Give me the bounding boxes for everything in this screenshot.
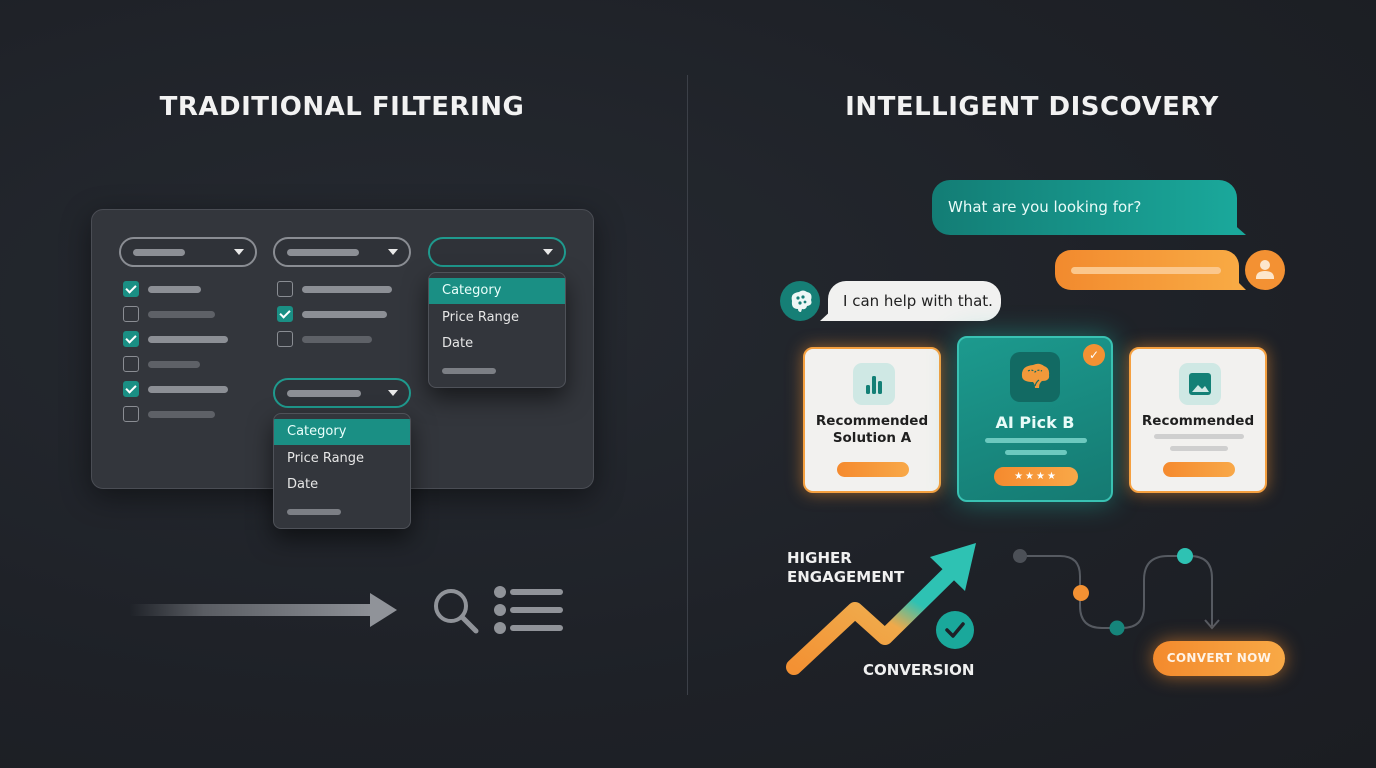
- card-text-line: [985, 438, 1087, 443]
- user-message-placeholder: [1071, 267, 1221, 274]
- checkbox-label: [148, 311, 215, 318]
- card-title: Recommended: [1141, 413, 1255, 429]
- user-avatar: [1245, 250, 1285, 290]
- menu-item-price-range[interactable]: Price Range: [442, 310, 520, 325]
- checkbox-label: [148, 361, 200, 368]
- checkbox[interactable]: [123, 381, 139, 397]
- journey-path-icon: [1013, 548, 1220, 636]
- checkbox-label: [148, 411, 215, 418]
- checkbox-label: [302, 311, 387, 318]
- dropdown-menu-right: Category Price Range Date: [428, 272, 566, 388]
- card-subtitle: Solution A: [832, 430, 912, 446]
- dropdown-placeholder: [287, 390, 361, 397]
- brain-icon: [791, 290, 812, 312]
- bot-avatar: [780, 281, 820, 321]
- metric-label-higher: HIGHER: [787, 549, 852, 567]
- checkbox-label: [302, 286, 392, 293]
- chat-bubble-bot-reply: I can help with that.: [828, 281, 1001, 321]
- search-icon: [434, 589, 479, 634]
- section-divider: [687, 75, 688, 695]
- list-icon: [494, 586, 563, 634]
- arrow-head-icon: [370, 593, 397, 627]
- menu-item-date[interactable]: Date: [287, 477, 319, 492]
- menu-item-placeholder[interactable]: [287, 509, 341, 515]
- checkbox-label: [148, 386, 228, 393]
- checkbox-label: [148, 336, 228, 343]
- card-title: AI Pick B: [995, 413, 1075, 432]
- selected-check-icon: ✓: [1083, 344, 1105, 366]
- filter-dropdown-4[interactable]: [273, 378, 411, 408]
- traditional-filtering-title: TRADITIONAL FILTERING: [159, 92, 525, 122]
- chevron-down-icon: [543, 249, 553, 255]
- card-action-pill[interactable]: [837, 462, 909, 477]
- checkbox[interactable]: [123, 281, 139, 297]
- chat-bubble-tail: [1232, 276, 1246, 290]
- menu-item-date[interactable]: Date: [442, 336, 474, 351]
- metric-label-conversion: CONVERSION: [863, 661, 975, 679]
- chevron-down-icon: [234, 249, 244, 255]
- metric-label-engagement: ENGAGEMENT: [787, 568, 905, 586]
- recommendation-card-c[interactable]: Recommended: [1129, 347, 1267, 493]
- checkbox[interactable]: [123, 331, 139, 347]
- filter-dropdown-2[interactable]: [273, 237, 411, 267]
- brain-icon: [1010, 352, 1060, 402]
- conversion-check-icon: [936, 611, 974, 649]
- growth-arrow-icon: [786, 543, 976, 675]
- card-title: Recommended: [815, 413, 929, 429]
- filter-dropdown-3[interactable]: [428, 237, 566, 267]
- recommendation-card-a[interactable]: Recommended Solution A: [803, 347, 941, 493]
- filter-dropdown-1[interactable]: [119, 237, 257, 267]
- chevron-down-icon: [388, 390, 398, 396]
- menu-item-placeholder[interactable]: [442, 368, 496, 374]
- card-action-pill[interactable]: [1163, 462, 1235, 477]
- user-icon: [1256, 260, 1274, 279]
- image-icon: [1179, 363, 1221, 405]
- arrow-right-icon: [130, 604, 376, 616]
- checkbox[interactable]: [123, 406, 139, 422]
- menu-item-price-range[interactable]: Price Range: [287, 451, 365, 466]
- menu-item-category[interactable]: Category: [274, 419, 410, 445]
- checkbox[interactable]: [123, 356, 139, 372]
- dropdown-menu-bottom: Category Price Range Date: [273, 413, 411, 529]
- bar-chart-icon: [853, 363, 895, 405]
- checkbox[interactable]: [277, 331, 293, 347]
- chat-bubble-user-input: [1055, 250, 1239, 290]
- dropdown-placeholder: [287, 249, 359, 256]
- menu-item-category[interactable]: Category: [429, 278, 565, 304]
- chevron-down-icon: [388, 249, 398, 255]
- checkbox-label: [148, 286, 201, 293]
- dropdown-placeholder: [133, 249, 185, 256]
- convert-now-button[interactable]: CONVERT NOW: [1153, 641, 1285, 676]
- chat-bubble-question: What are you looking for?: [932, 180, 1237, 235]
- card-text-line: [1005, 450, 1067, 455]
- rating-stars: ★★★★: [994, 467, 1078, 486]
- checkbox-label: [302, 336, 372, 343]
- checkbox[interactable]: [277, 281, 293, 297]
- intelligent-discovery-title: INTELLIGENT DISCOVERY: [845, 92, 1219, 122]
- checkbox[interactable]: [123, 306, 139, 322]
- checkbox[interactable]: [277, 306, 293, 322]
- card-text-line: [1170, 446, 1228, 451]
- card-text-line: [1154, 434, 1244, 439]
